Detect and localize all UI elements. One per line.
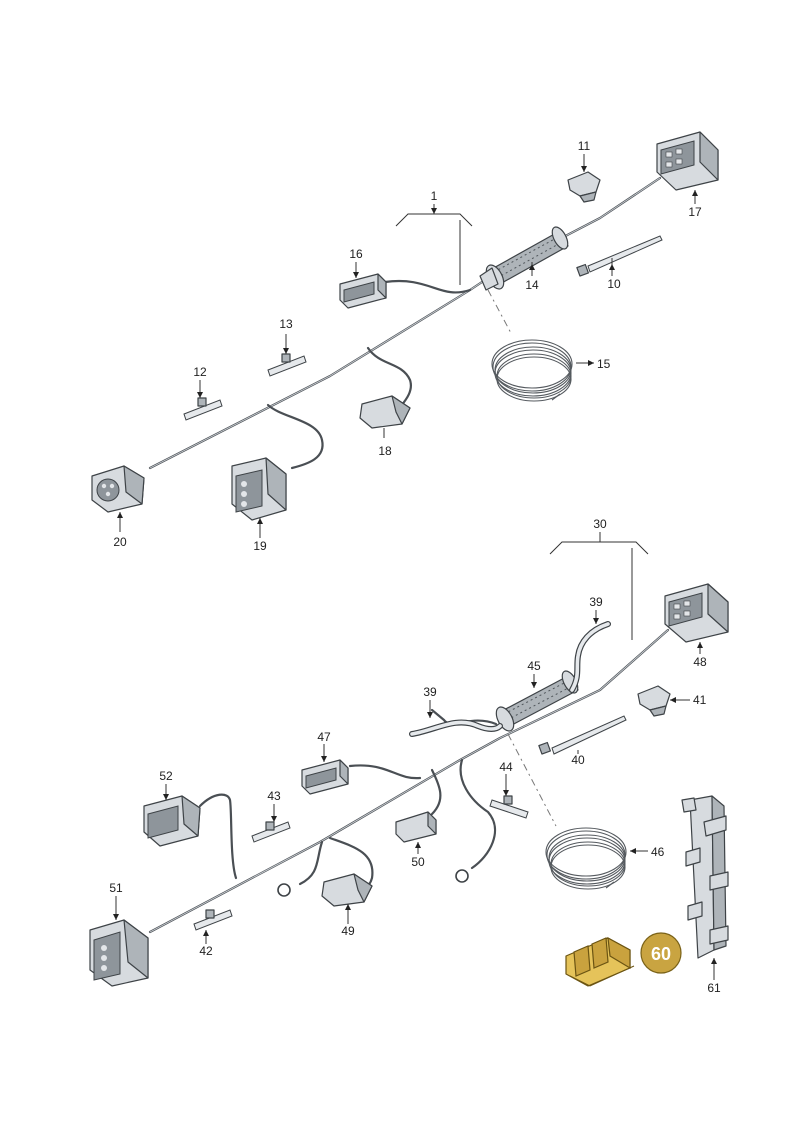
part-20-connector bbox=[91, 465, 145, 513]
callout-44: 44 bbox=[499, 760, 513, 774]
callout-20: 20 bbox=[113, 535, 127, 549]
lower-branch-47 bbox=[348, 764, 422, 780]
callout-14: 14 bbox=[525, 278, 539, 292]
part-43-clip bbox=[251, 821, 291, 843]
part-14-grommet bbox=[479, 267, 499, 291]
callout-43: 43 bbox=[267, 789, 281, 803]
callout-48: 48 bbox=[693, 655, 707, 669]
callout-10: 10 bbox=[607, 277, 621, 291]
upper-branch-19 bbox=[266, 403, 324, 470]
part-50-module bbox=[395, 811, 437, 843]
lower-branch-50 bbox=[430, 768, 442, 816]
coil-46-routing-line bbox=[507, 733, 557, 827]
callout-12: 12 bbox=[193, 365, 207, 379]
part-41-clip bbox=[637, 685, 671, 717]
callout-49: 49 bbox=[341, 924, 355, 938]
callout-15: 15 bbox=[597, 357, 611, 371]
callout-39-upper: 39 bbox=[589, 595, 603, 609]
part-18-connector bbox=[359, 395, 411, 438]
lower-branch-ring-left bbox=[298, 840, 324, 886]
part-13-clip bbox=[267, 353, 307, 377]
part-46-coil bbox=[545, 827, 627, 890]
callout-46: 46 bbox=[651, 845, 665, 859]
upper-harness-assembly bbox=[91, 131, 719, 521]
callout-11: 11 bbox=[578, 139, 591, 153]
part-49-connector bbox=[321, 873, 373, 907]
callout-19: 19 bbox=[253, 539, 267, 553]
part-61-bracket bbox=[681, 795, 729, 959]
callout-30: 30 bbox=[593, 517, 607, 531]
callout-52: 52 bbox=[159, 769, 173, 783]
callout-47: 47 bbox=[317, 730, 331, 744]
callout-17: 17 bbox=[688, 205, 702, 219]
part-48-connector bbox=[664, 583, 729, 643]
coil-15-routing-line bbox=[487, 289, 513, 336]
part-15-coil bbox=[491, 339, 573, 402]
part-10-cable-tie bbox=[576, 235, 663, 277]
lower-main-trunk bbox=[148, 628, 670, 934]
lower-harness-assembly bbox=[89, 583, 729, 987]
callout-16: 16 bbox=[349, 247, 363, 261]
callout-18: 18 bbox=[378, 444, 392, 458]
lower-branch-52 bbox=[198, 793, 238, 880]
callout-labels: 1 11 17 16 14 10 13 15 12 18 20 19 30 39… bbox=[109, 139, 721, 995]
part-45-sleeve bbox=[495, 670, 579, 732]
callout-60-circle[interactable] bbox=[640, 932, 682, 974]
upper-main-trunk bbox=[148, 176, 662, 470]
callout-13: 13 bbox=[279, 317, 293, 331]
callout-45: 45 bbox=[527, 659, 541, 673]
part-51-connector bbox=[89, 919, 149, 987]
callout-60-label[interactable]: 60 bbox=[651, 944, 671, 964]
part-40-cable-tie bbox=[538, 715, 627, 755]
callout-61: 61 bbox=[707, 981, 721, 995]
part-47-module bbox=[301, 759, 349, 795]
part-19-connector bbox=[231, 457, 287, 521]
ring-terminal-left bbox=[277, 883, 291, 897]
callout-39-lower: 39 bbox=[423, 685, 437, 699]
part-44-clip bbox=[489, 795, 529, 819]
callout-42: 42 bbox=[199, 944, 213, 958]
upper-branch-16 bbox=[383, 279, 472, 294]
leader-arrowheads bbox=[113, 166, 717, 964]
callout-50: 50 bbox=[411, 855, 425, 869]
part-60-holder-highlighted[interactable] bbox=[565, 936, 635, 987]
callout-60-badge[interactable]: 60 bbox=[640, 932, 682, 974]
callout-40: 40 bbox=[571, 753, 585, 767]
upper-branch-18 bbox=[366, 346, 412, 412]
part-12-clip bbox=[183, 397, 223, 421]
part-17-connector bbox=[656, 131, 719, 191]
ring-terminal-right bbox=[455, 869, 469, 883]
part-11-clip bbox=[567, 171, 601, 203]
part-52-connector bbox=[143, 795, 201, 847]
part-16-module bbox=[339, 273, 387, 309]
callout-41: 41 bbox=[693, 693, 707, 707]
callout-1: 1 bbox=[431, 189, 438, 203]
lower-branch-ring-right bbox=[459, 758, 497, 870]
part-42-clip bbox=[193, 909, 233, 931]
callout-51: 51 bbox=[109, 881, 123, 895]
